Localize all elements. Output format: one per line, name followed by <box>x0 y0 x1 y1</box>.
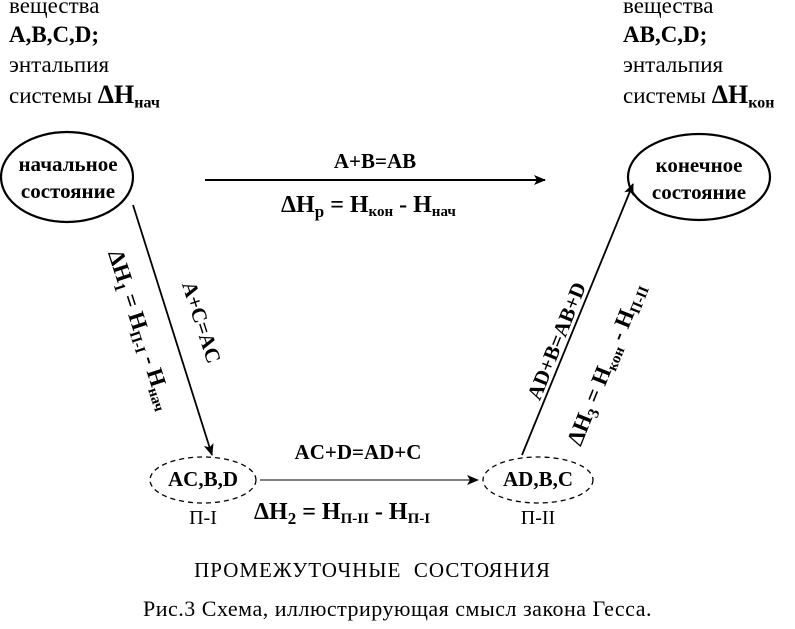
right-enthalpy-label: энтальпия <box>623 52 724 77</box>
bottom-reaction: AC+D=AD+C <box>294 440 422 464</box>
intermediate-2-substances: AD,B,C <box>502 467 573 491</box>
intermediate-2-label: П-II <box>520 507 556 529</box>
figure-caption: Рис.3 Схема, иллюстрирующая смысл закона… <box>143 596 652 621</box>
right-system-enthalpy: системы ΔHкон <box>623 80 775 112</box>
right-substances-label: вещества <box>623 0 714 18</box>
left-arrow <box>132 204 214 456</box>
left-system-enthalpy: системы ΔHнач <box>9 80 160 112</box>
initial-state-line1: начальное <box>18 152 118 176</box>
final-state-ellipse <box>626 132 772 222</box>
right-arrow <box>521 183 634 456</box>
initial-state-ellipse <box>0 130 135 224</box>
intermediate-2-ellipse <box>482 456 594 504</box>
bottom-enthalpy-equation: ΔH2 = HП-II - HП-I <box>254 499 431 528</box>
top-reaction: A+B=AB <box>333 149 417 173</box>
intermediate-states-title: ПРОМЕЖУТОЧНЫЕ СОСТОЯНИЯ <box>194 558 551 582</box>
final-state-line1: конечное <box>655 153 743 177</box>
top-enthalpy-equation: ΔHp = Hкон - Hнач <box>281 192 456 221</box>
right-substances-list: AB,C,D; <box>623 22 708 47</box>
intermediate-1-substances: AC,B,D <box>167 467 238 491</box>
intermediate-1-label: П-I <box>189 507 217 529</box>
final-state-line2: состояние <box>651 180 747 204</box>
left-enthalpy-label: энтальпия <box>9 52 110 77</box>
left-substances-label: вещества <box>9 0 100 18</box>
intermediate-1-ellipse <box>149 456 257 504</box>
left-substances-list: A,B,C,D; <box>9 22 100 47</box>
initial-state-line2: состояние <box>20 179 116 203</box>
